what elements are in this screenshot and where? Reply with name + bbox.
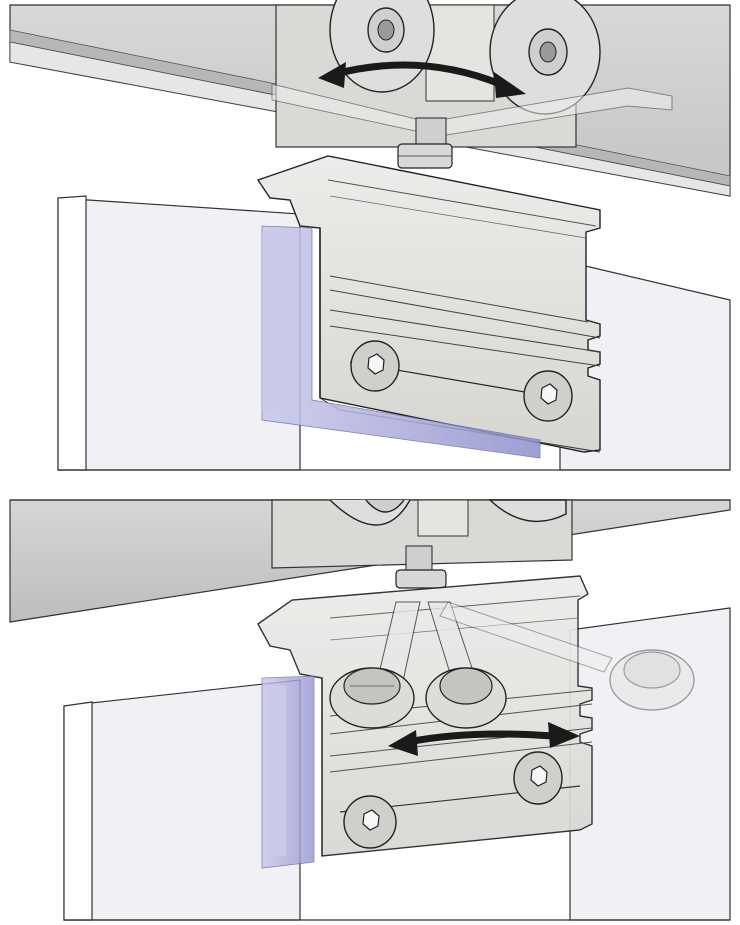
roller-carriage	[271, 499, 573, 569]
hanger-bolt-nut	[397, 117, 453, 169]
panel-bottom-drawing	[9, 499, 731, 921]
roller-carriage	[271, 0, 673, 148]
aluminium-hanger-profile	[256, 155, 601, 453]
roller-wheel-right	[489, 0, 601, 115]
hex-socket-screw-icon	[343, 795, 397, 849]
curved-double-arrow-icon	[318, 61, 526, 98]
panel-bottom-wrench-tightening	[0, 490, 740, 925]
ring-wrench-icon	[425, 601, 507, 729]
hex-socket-screw-icon	[513, 751, 563, 805]
glass-seal-gasket	[261, 675, 315, 869]
ring-wrench-icon	[329, 601, 421, 729]
panel-top-rotation-adjustment	[9, 0, 731, 471]
aluminium-hanger-profile	[257, 575, 593, 857]
panel-top-drawing	[9, 0, 731, 471]
glass-seal-gasket	[261, 225, 541, 459]
roller-wheel-left	[329, 499, 411, 526]
hanger-bolt-nut	[395, 545, 447, 589]
glass-door-panel	[63, 607, 731, 921]
glass-door-panel	[57, 195, 731, 471]
roller-wheel-right	[488, 499, 567, 523]
curved-double-arrow-icon	[388, 722, 580, 756]
ring-wrench-icon	[439, 601, 695, 711]
hex-socket-screw-icon	[523, 370, 573, 422]
hex-socket-screw-icon	[350, 340, 400, 392]
